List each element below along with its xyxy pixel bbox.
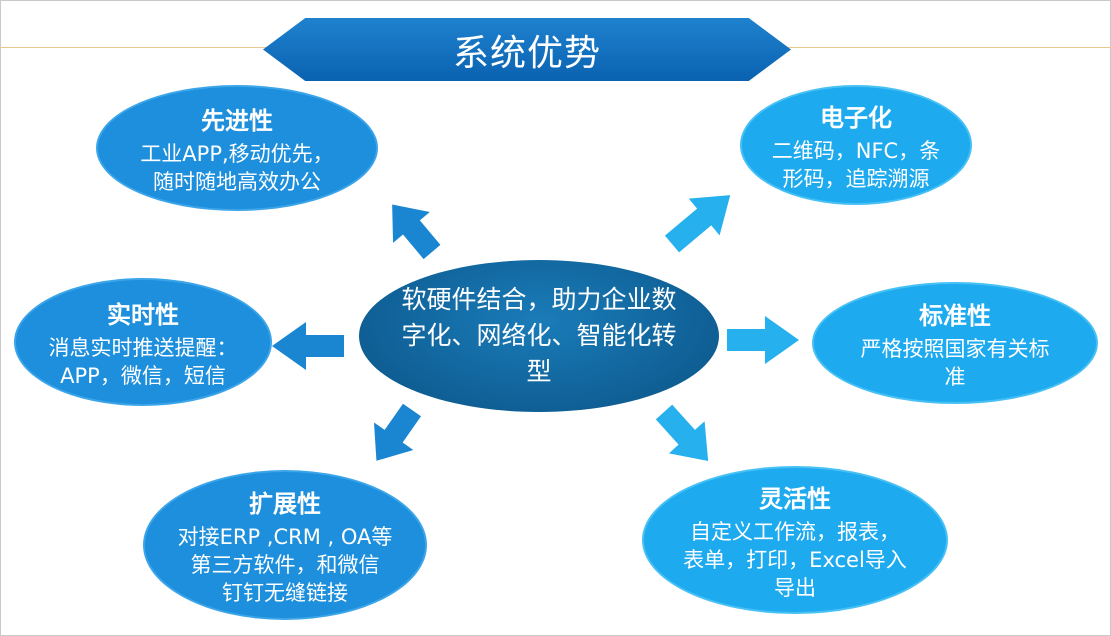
node-flexible-heading: 灵活性 [759,484,831,513]
title-banner: 系统优势 [263,18,791,81]
node-flexible-line3: 导出 [774,575,816,600]
node-realtime: 实时性 消息实时推送提醒： APP，微信，短信 [14,278,272,406]
node-electronic-heading: 电子化 [820,103,892,132]
node-extensible: 扩展性 对接ERP ,CRM , OA等 第三方软件，和微信 钉钉无缝链接 [143,470,427,620]
node-extensible-line1: 对接ERP ,CRM , OA等 [177,524,393,549]
node-standard: 标准性 严格按照国家有关标 准 [812,282,1098,404]
node-realtime-line1: 消息实时推送提醒： [48,335,238,360]
node-extensible-heading: 扩展性 [249,489,321,518]
node-advanced-heading: 先进性 [201,106,273,135]
node-realtime-heading: 实时性 [107,300,179,329]
node-advanced-line2: 随时随地高效办公 [153,169,321,194]
node-flexible-line2: 表单，打印，Excel导入 [683,547,907,572]
node-standard-heading: 标准性 [919,301,991,330]
page-title: 系统优势 [452,32,601,74]
node-standard-line2: 准 [944,364,966,389]
node-flexible: 灵活性 自定义工作流，报表， 表单，打印，Excel导入 导出 [642,466,948,614]
node-electronic-line1: 二维码，NFC，条 [771,138,941,163]
node-extensible-line2: 第三方软件，和微信 [190,552,380,577]
node-electronic-line2: 形码，追踪溯源 [782,166,930,191]
node-extensible-line3: 钉钉无缝链接 [222,580,348,605]
node-realtime-line2: APP，微信，短信 [60,363,226,388]
center-text: 软硬件结合，助力企业数字化、网络化、智能化转型 [401,285,677,386]
node-electronic: 电子化 二维码，NFC，条 形码，追踪溯源 [740,85,972,205]
node-advanced-line1: 工业APP,移动优先， [140,141,334,166]
node-flexible-line1: 自定义工作流，报表， [690,519,900,544]
node-advanced: 先进性 工业APP,移动优先， 随时随地高效办公 [96,85,378,211]
center-node: 软硬件结合，助力企业数字化、网络化、智能化转型 [359,260,719,412]
node-standard-line1: 严格按照国家有关标 [860,336,1050,361]
